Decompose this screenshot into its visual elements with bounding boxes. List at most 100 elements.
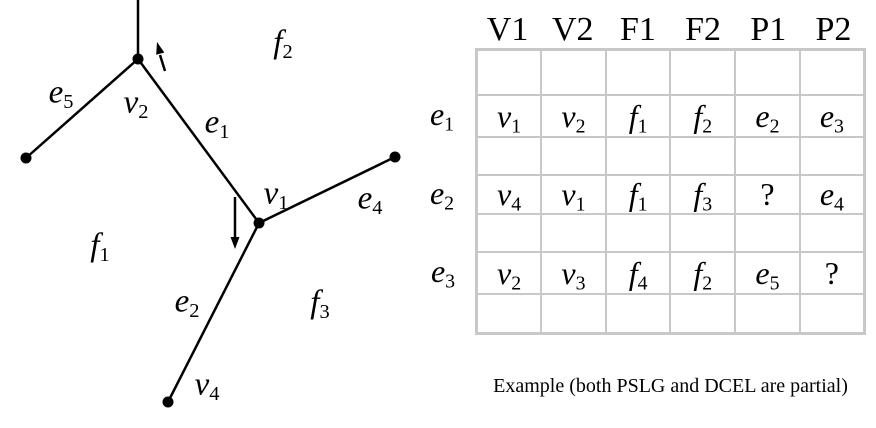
- label-f3-sub: 3: [319, 301, 330, 324]
- label-f2-sub: 2: [282, 41, 293, 64]
- cell-base: f: [693, 254, 703, 291]
- label-f1-sub: 1: [99, 244, 110, 267]
- cell-value: v1: [561, 176, 585, 214]
- edge-e2-line: [166, 222, 261, 403]
- cell-e1-p2: e3: [798, 93, 866, 138]
- cell-base: ?: [760, 176, 775, 212]
- cell-base: f: [628, 176, 638, 212]
- cell-sub: 2: [511, 272, 522, 295]
- row-label-e3: e3: [430, 253, 455, 291]
- table-row-e1: v1 v2 f1 f2 e2 e3: [475, 93, 866, 138]
- empty-cell: [604, 48, 672, 96]
- table-spacer-row: [475, 135, 866, 176]
- empty-cell: [540, 212, 607, 253]
- label-v1: v1: [264, 177, 289, 215]
- cell-sub: 4: [834, 193, 844, 216]
- table-spacer-row: [475, 212, 866, 253]
- empty-cell: [798, 135, 866, 176]
- empty-cell: [540, 48, 607, 96]
- cell-sub: 2: [575, 115, 586, 138]
- cell-sub: 1: [575, 193, 586, 216]
- label-f3-base: f: [310, 284, 320, 321]
- cell-e1-v1: v1: [475, 93, 543, 138]
- label-e1-sub: 1: [219, 121, 230, 144]
- label-e5: e5: [48, 74, 74, 112]
- cell-e2-v1: v4: [475, 173, 543, 215]
- vertex-dot-right-end: [389, 151, 401, 163]
- label-e4-sub: 4: [372, 197, 383, 220]
- cell-value: e5: [755, 255, 779, 293]
- label-e1-base: e: [204, 104, 220, 141]
- cell-e3-p1: e5: [734, 250, 801, 295]
- empty-cell: [734, 135, 801, 176]
- cell-value: f1: [629, 98, 648, 138]
- cell-sub: 3: [834, 115, 844, 138]
- cell-e2-p2: e4: [798, 173, 866, 216]
- cell-e2-f2: f3: [669, 173, 737, 215]
- table-column-headers: V1 V2 F1 F2 P1 P2: [475, 13, 866, 47]
- cell-e1-p1: e2: [734, 93, 801, 138]
- cell-sub: 1: [637, 115, 648, 138]
- label-e2: e2: [174, 283, 200, 323]
- cell-value: f3: [693, 176, 712, 214]
- empty-cell: [734, 212, 801, 253]
- empty-cell: [604, 135, 672, 176]
- label-f2: f2: [273, 26, 293, 64]
- cell-e2-v2: v1: [540, 173, 607, 215]
- column-header-p1: P1: [750, 11, 787, 48]
- cell-value: e3: [819, 97, 844, 138]
- empty-cell: [475, 135, 543, 176]
- cell-value: v1: [497, 98, 522, 138]
- empty-cell: [475, 212, 543, 253]
- empty-cell: [798, 212, 866, 253]
- cell-base: v: [561, 97, 576, 134]
- cell-sub: 2: [702, 115, 713, 138]
- cell-sub: 3: [702, 193, 713, 216]
- halfedge-arrow-up-icon: [156, 42, 167, 72]
- cell-e3-f1: f4: [604, 250, 672, 295]
- cell-base: ?: [824, 254, 839, 291]
- cell-base: v: [497, 254, 512, 291]
- cell-sub: 2: [702, 272, 713, 295]
- empty-cell: [475, 292, 543, 335]
- row-label-e3-sub: 3: [445, 270, 456, 293]
- cell-base: v: [561, 254, 576, 291]
- vertex-v4-dot: [162, 396, 174, 408]
- label-v2-sub: 2: [138, 101, 149, 124]
- vertex-v1-dot: [253, 217, 265, 229]
- cell-value: e2: [755, 98, 779, 136]
- edge-e1-line: [136, 58, 261, 224]
- cell-value: v4: [497, 176, 521, 214]
- column-header-v1: V1: [486, 11, 529, 48]
- label-f1-base: f: [90, 227, 100, 264]
- cell-base: f: [693, 97, 703, 134]
- cell-e3-v1: v2: [475, 250, 543, 295]
- empty-cell: [734, 48, 801, 96]
- column-header-f2: F2: [685, 11, 722, 48]
- row-label-e2-sub: 2: [444, 192, 455, 215]
- empty-cell: [475, 48, 543, 96]
- cell-sub: 4: [637, 272, 648, 295]
- cell-base: e: [819, 97, 835, 134]
- edge-e5-line: [25, 58, 139, 159]
- cell-value: f4: [628, 254, 648, 295]
- vertex-v2-dot: [132, 53, 144, 65]
- cell-value: v3: [561, 254, 585, 293]
- empty-cell: [540, 135, 607, 176]
- column-header-f1: F1: [619, 11, 656, 48]
- label-e2-base: e: [174, 283, 190, 320]
- table-spacer-row: [475, 48, 866, 96]
- cell-value: ?: [825, 255, 839, 291]
- label-e5-base: e: [48, 74, 64, 111]
- table-row-e2: v4 v1 f1 f3 ? e4: [475, 173, 866, 216]
- cell-base: e: [819, 176, 835, 212]
- cell-base: f: [628, 254, 638, 291]
- row-label-e1: e1: [430, 98, 454, 134]
- cell-e3-v2: v3: [540, 250, 607, 295]
- label-v1-sub: 1: [278, 192, 289, 215]
- cell-e2-f1: f1: [604, 173, 672, 215]
- cell-sub: 1: [511, 115, 522, 138]
- label-e2-sub: 2: [189, 300, 200, 323]
- row-label-e3-base: e: [430, 253, 446, 289]
- cell-e2-p1-unknown: ?: [734, 173, 801, 215]
